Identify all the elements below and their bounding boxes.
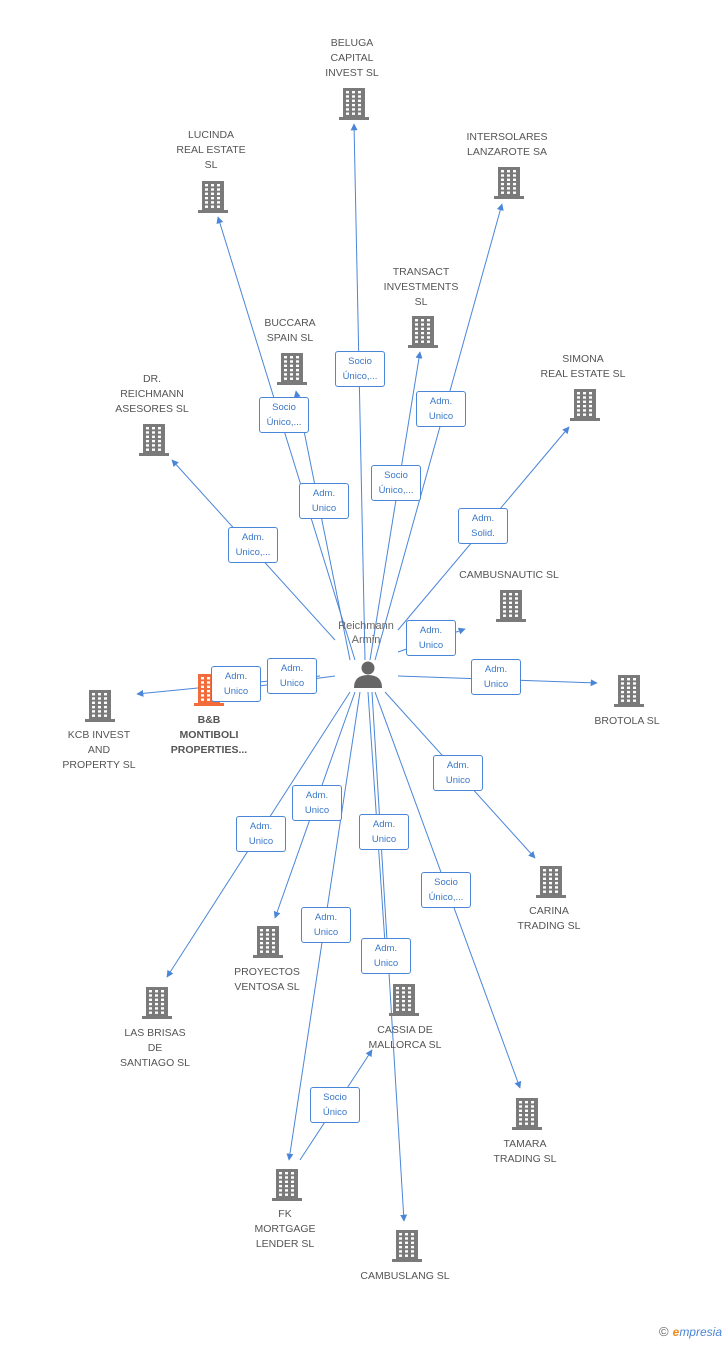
edge-label-cassia[interactable]: Adm. Unico — [359, 814, 409, 850]
node-label-brisas[interactable]: LAS BRISAS DE SANTIAGO SL — [119, 1027, 191, 1069]
node-label-cambuslang[interactable]: CAMBUSLANG SL — [360, 1270, 450, 1282]
node-label-transact[interactable]: TRANSACT INVESTMENTS SL — [383, 266, 459, 308]
edge-label-transact[interactable]: Socio Único,... — [371, 465, 421, 501]
person-icon[interactable] — [354, 661, 382, 689]
edge-label-fk-cassia[interactable]: Socio Único — [310, 1087, 360, 1123]
building-icon-cassia[interactable] — [389, 984, 419, 1016]
building-icon-brisas[interactable] — [142, 987, 172, 1019]
edge-label-simona[interactable]: Adm. Solid. — [458, 508, 508, 544]
edge-label-cambusnautic[interactable]: Adm. Unico — [406, 620, 456, 656]
edge-label-cambuslang[interactable]: Adm. Unico — [361, 938, 411, 974]
building-icon-cambusnautic[interactable] — [496, 590, 526, 622]
node-label-bb[interactable]: B&B MONTIBOLI PROPERTIES... — [170, 714, 248, 756]
node-label-cassia[interactable]: CASSIA DE MALLORCA SL — [368, 1024, 442, 1051]
building-icon-proyectos[interactable] — [253, 926, 283, 958]
node-label-fk[interactable]: FK MORTGAGE LENDER SL — [254, 1208, 316, 1250]
building-icon-simona[interactable] — [570, 389, 600, 421]
edge-intersolares — [374, 203, 504, 661]
edge-label-bb[interactable]: Adm. Unico — [267, 658, 317, 694]
edge-label-brisas[interactable]: Adm. Unico — [236, 816, 286, 852]
node-label-kcb[interactable]: KCB INVEST AND PROPERTY SL — [62, 729, 136, 771]
building-icon-cambuslang[interactable] — [392, 1230, 422, 1262]
node-label-cambusnautic[interactable]: CAMBUSNAUTIC SL — [459, 569, 559, 581]
edge-label-buccara[interactable]: Adm. Unico — [299, 483, 349, 519]
building-icon-kcb[interactable] — [85, 690, 115, 722]
edge-buccara — [293, 390, 351, 661]
edge-beluga — [350, 123, 366, 661]
empresia-logo[interactable]: ©empresia — [659, 1324, 722, 1339]
building-icon-beluga[interactable] — [339, 88, 369, 120]
building-icon-brotola[interactable] — [614, 675, 644, 707]
building-icon-intersolares[interactable] — [494, 167, 524, 199]
building-icon-carina[interactable] — [536, 866, 566, 898]
node-label-carina[interactable]: CARINA TRADING SL — [517, 905, 581, 932]
edge-label-kcb[interactable]: Adm. Unico — [211, 666, 261, 702]
edge-label-tamara[interactable]: Socio Único,... — [421, 872, 471, 908]
building-icon-tamara[interactable] — [512, 1098, 542, 1130]
node-label-beluga[interactable]: BELUGA CAPITAL INVEST SL — [325, 37, 379, 79]
edge-label-intersolares[interactable]: Adm. Unico — [416, 391, 466, 427]
building-icon-reichmann[interactable] — [139, 424, 169, 456]
person-label: Reichmann Armin — [338, 620, 394, 646]
edge-label-lucinda[interactable]: Socio Único,... — [259, 397, 309, 433]
building-icon-lucinda[interactable] — [198, 181, 228, 213]
edge-label-beluga[interactable]: Socio Único,... — [335, 351, 385, 387]
node-label-tamara[interactable]: TAMARA TRADING SL — [493, 1138, 557, 1165]
edge-label-reichmann[interactable]: Adm. Unico,... — [228, 527, 278, 563]
edge-label-proyectos[interactable]: Adm. Unico — [292, 785, 342, 821]
building-icon-fk[interactable] — [272, 1169, 302, 1201]
edge-lucinda — [216, 216, 356, 661]
building-icon-transact[interactable] — [408, 316, 438, 348]
edge-label-carina[interactable]: Adm. Unico — [433, 755, 483, 791]
node-label-simona[interactable]: SIMONA REAL ESTATE SL — [540, 353, 626, 380]
building-icon-buccara[interactable] — [277, 353, 307, 385]
node-label-buccara[interactable]: BUCCARA SPAIN SL — [264, 317, 316, 344]
edge-label-brotola[interactable]: Adm. Unico — [471, 659, 521, 695]
node-label-proyectos[interactable]: PROYECTOS VENTOSA SL — [234, 966, 300, 993]
node-label-reichmann[interactable]: DR. REICHMANN ASESORES SL — [115, 373, 189, 415]
node-label-brotola[interactable]: BROTOLA SL — [594, 715, 660, 727]
node-label-lucinda[interactable]: LUCINDA REAL ESTATE SL — [176, 129, 246, 171]
edge-label-fk[interactable]: Adm. Unico — [301, 907, 351, 943]
node-label-intersolares[interactable]: INTERSOLARES LANZAROTE SA — [466, 131, 548, 158]
edge-transact — [369, 351, 423, 661]
